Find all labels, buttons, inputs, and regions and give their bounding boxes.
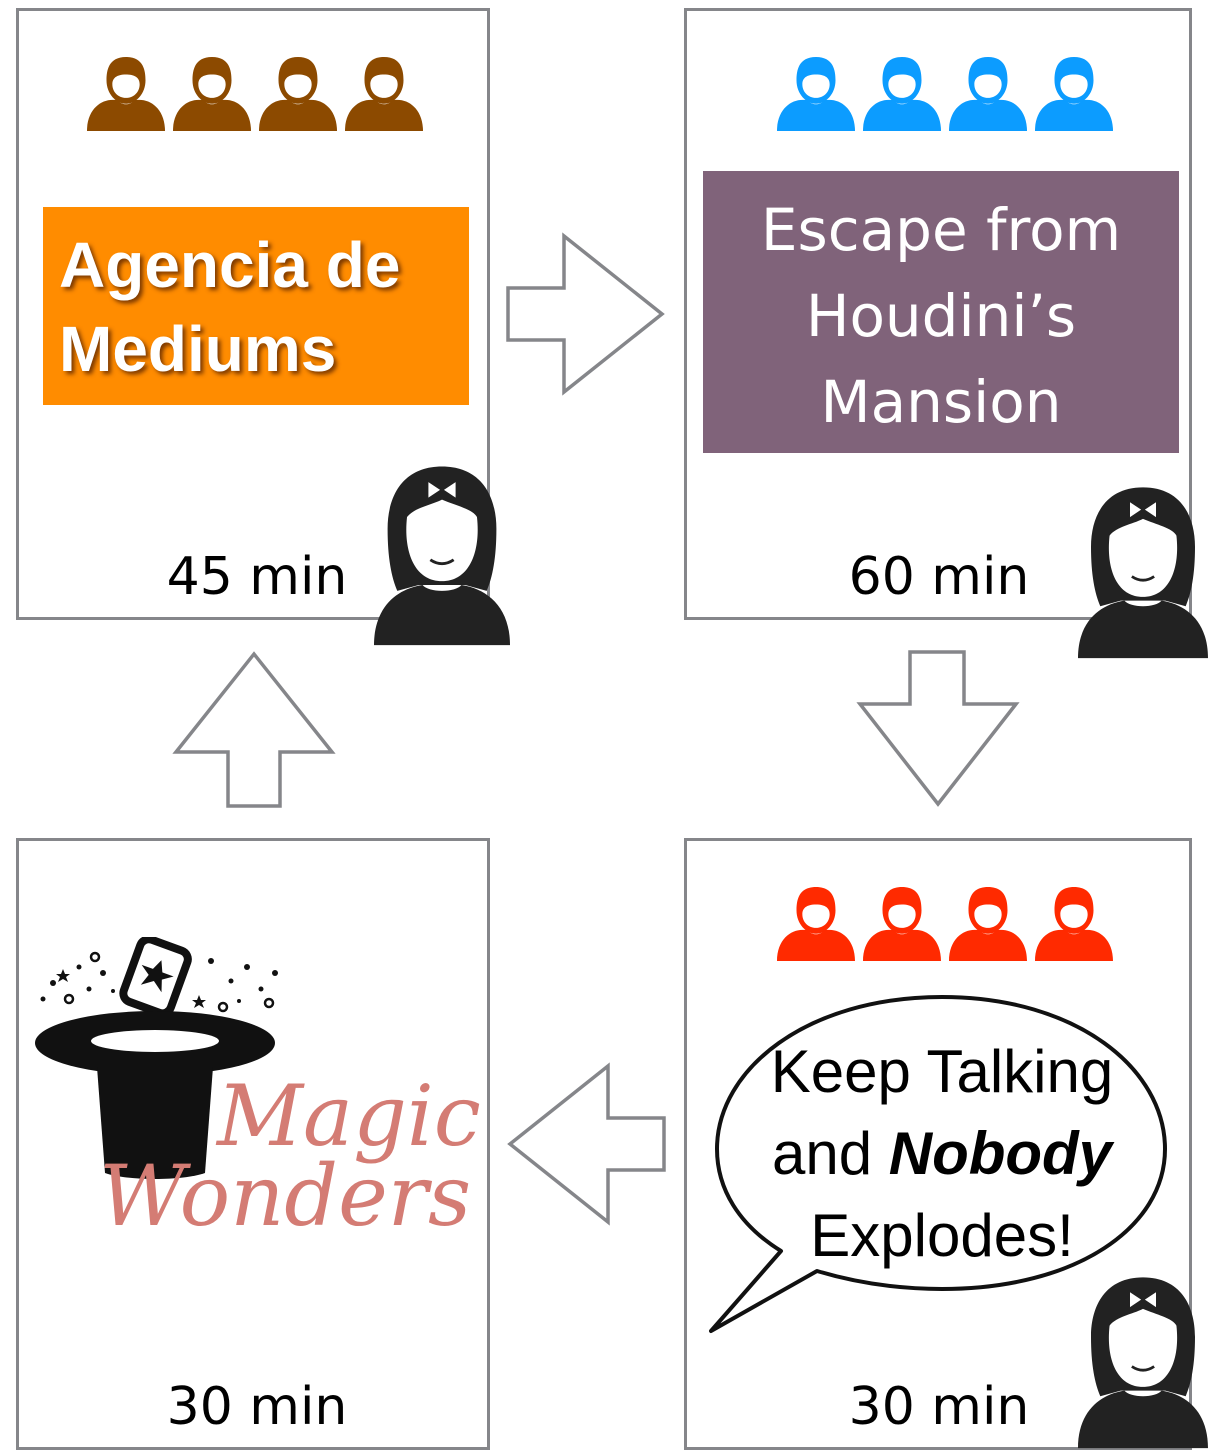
panel-agencia: Agencia de Mediums 45 min (16, 8, 490, 620)
user-icon (1035, 885, 1113, 963)
magic-word1: Magic (217, 1067, 481, 1165)
duration-label: 60 min (848, 547, 1030, 607)
duration-label: 30 min (166, 1377, 348, 1437)
houdini-title-box: Escape from Houdini’s Mansion (703, 171, 1179, 453)
user-icon (345, 55, 423, 133)
user-icon (87, 55, 165, 133)
team-red (777, 885, 1113, 963)
keep-talking-title: Keep Talking and Nobody Explodes! (707, 1031, 1177, 1277)
speech-bubble-icon (709, 995, 1167, 1333)
agencia-title-line2: Mediums (59, 313, 337, 385)
user-icon (259, 55, 337, 133)
houdini-title-line3: Mansion (820, 368, 1062, 436)
user-icon (863, 55, 941, 133)
keep-talking-nobody: Nobody (888, 1120, 1113, 1187)
houdini-title-line2: Houdini’s (805, 282, 1077, 350)
team-brown (87, 55, 423, 133)
panel-houdini: Escape from Houdini’s Mansion 60 min (684, 8, 1192, 620)
duration-label: 45 min (166, 547, 348, 607)
user-icon (1035, 55, 1113, 133)
agencia-title-line1: Agencia de (59, 229, 401, 301)
duration-label: 30 min (848, 1377, 1030, 1437)
user-icon (949, 885, 1027, 963)
user-icon (173, 55, 251, 133)
keep-talking-line2: and Nobody (707, 1113, 1177, 1195)
user-icon (949, 55, 1027, 133)
arrow-down-icon (856, 650, 1020, 807)
keep-talking-line3: Explodes! (810, 1202, 1074, 1269)
arrow-left-icon (507, 1062, 666, 1226)
user-icon (863, 885, 941, 963)
magic-word2: Wonders (99, 1147, 472, 1245)
panel-keep-talking: Keep Talking and Nobody Explodes! 30 min (684, 838, 1192, 1450)
arrow-up-icon (172, 651, 336, 808)
user-icon (777, 885, 855, 963)
houdini-title-line1: Escape from (760, 196, 1122, 264)
panel-magic: Magic Wonders 30 min (16, 838, 490, 1450)
arrow-right-icon (506, 232, 665, 396)
user-icon (777, 55, 855, 133)
team-blue (777, 55, 1113, 133)
woman-host-icon (374, 458, 510, 648)
keep-talking-line1: Keep Talking (770, 1038, 1114, 1105)
keep-talking-line2-a: and (771, 1120, 889, 1187)
magic-hat-icon (35, 937, 278, 1179)
woman-host-icon (1078, 1268, 1208, 1452)
woman-host-icon (1078, 478, 1208, 662)
agencia-title-box: Agencia de Mediums (43, 207, 469, 405)
